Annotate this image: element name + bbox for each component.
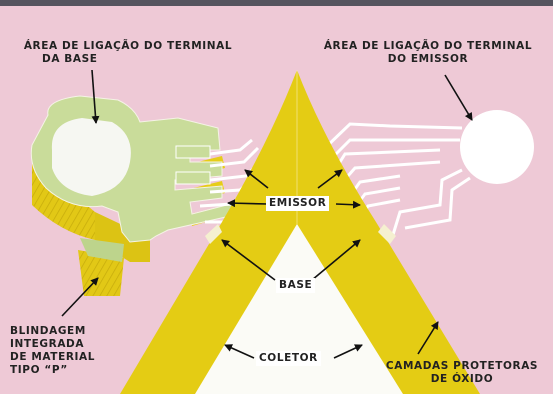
leader-lines <box>61 69 473 359</box>
collector-label: COLETOR <box>256 351 321 366</box>
emitter-terminal-label: ÁREA DE LIGAÇÃO DO TERMINAL DO EMISSOR <box>313 40 543 66</box>
collector-region <box>195 224 403 394</box>
emitter-terminal-label-line2: DO EMISSOR <box>387 53 469 65</box>
base-label-text: BASE <box>276 278 316 293</box>
shield-label-line3: DE MATERIAL <box>10 351 96 363</box>
oxide-label: CAMADAS PROTETORAS DE ÓXIDO <box>374 360 550 386</box>
base-label: BASE <box>276 278 316 293</box>
emitter-terminal-label-line1: ÁREA DE LIGAÇÃO DO TERMINAL <box>323 40 533 52</box>
shield-label: BLINDAGEM INTEGRADA DE MATERIAL TIPO “P” <box>10 325 95 377</box>
base-terminal-label-line2: DA BASE <box>42 53 98 65</box>
oxide-label-line2: DE ÓXIDO <box>430 373 494 385</box>
collector-label-text: COLETOR <box>256 351 321 366</box>
base-terminal-label: ÁREA DE LIGAÇÃO DO TERMINAL DA BASE <box>12 40 244 66</box>
shield-label-line1: BLINDAGEM <box>10 325 86 337</box>
base-terminal-label-line1: ÁREA DE LIGAÇÃO DO TERMINAL <box>23 40 233 52</box>
oxide-label-line1: CAMADAS PROTETORAS <box>385 360 539 372</box>
top-band <box>0 0 553 6</box>
shield-label-line4: TIPO “P” <box>10 364 68 376</box>
emitter-label-text: EMISSOR <box>266 196 330 211</box>
emitter-label: EMISSOR <box>266 196 330 211</box>
shield-label-line2: INTEGRADA <box>10 338 85 350</box>
base-terminal-structure <box>30 95 249 296</box>
